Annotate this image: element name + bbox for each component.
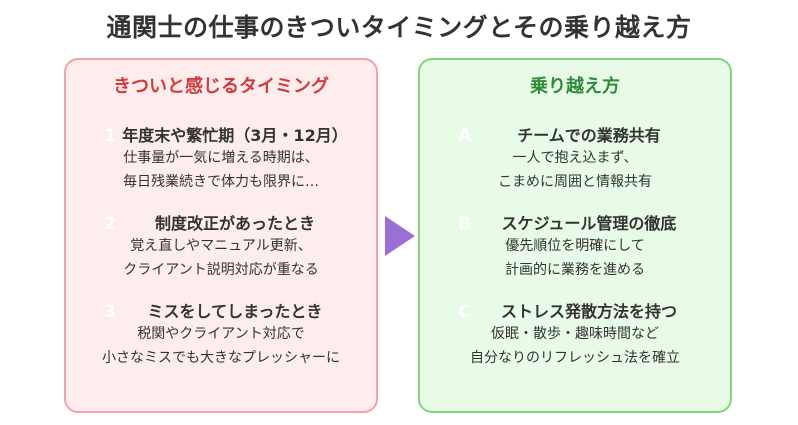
item-line: 計画的に業務を進める bbox=[505, 262, 645, 278]
item-heading: 制度改正があったとき bbox=[154, 214, 315, 233]
item-line: 優先順位を明確にして bbox=[505, 238, 645, 254]
coping-header: 乗り越え方 bbox=[530, 76, 620, 97]
item-heading: チームでの業務共有 bbox=[517, 126, 661, 145]
item-marker: 1 bbox=[104, 126, 116, 146]
item-heading: 年度末や繁忙期（3月・12月） bbox=[122, 126, 348, 145]
item-line: 仕事量が一気に増える時期は、 bbox=[123, 150, 319, 166]
item-heading: スケジュール管理の徹底 bbox=[501, 214, 677, 233]
item-marker: A bbox=[458, 126, 472, 146]
item-line: クライアント説明対応が重なる bbox=[123, 262, 319, 278]
item-line: 小さなミスでも大きなプレッシャーに bbox=[102, 350, 340, 366]
item-line: 自分なりのリフレッシュ法を確立 bbox=[470, 350, 680, 366]
hard-timing-panel: きついと感じるタイミング 1 年度末や繁忙期（3月・12月） 仕事量が一気に増え… bbox=[64, 58, 378, 413]
item-line: 毎日残業続きで体力も限界に… bbox=[123, 174, 319, 190]
item-marker: C bbox=[458, 302, 471, 322]
item-line: 仮眠・散歩・趣味時間など bbox=[491, 326, 659, 342]
arrow-right-icon bbox=[385, 216, 415, 256]
item-marker: 2 bbox=[104, 214, 116, 234]
item-marker: 3 bbox=[104, 302, 116, 322]
item-line: 税関やクライアント対応で bbox=[137, 326, 305, 342]
item-marker: B bbox=[458, 214, 471, 234]
item-line: 覚え直しやマニュアル更新、 bbox=[130, 238, 312, 254]
item-line: 一人で抱え込まず、 bbox=[512, 150, 638, 166]
coping-panel: 乗り越え方 A チームでの業務共有 一人で抱え込まず、 こまめに周囲と情報共有 … bbox=[418, 58, 732, 413]
item-line: こまめに周囲と情報共有 bbox=[498, 174, 652, 190]
item-heading: ミスをしてしまったとき bbox=[147, 302, 323, 321]
item-heading: ストレス発散方法を持つ bbox=[500, 302, 677, 321]
page-title: 通関士の仕事のきついタイミングとその乗り越え方 bbox=[106, 13, 692, 42]
hard-timing-header: きついと感じるタイミング bbox=[113, 76, 329, 97]
